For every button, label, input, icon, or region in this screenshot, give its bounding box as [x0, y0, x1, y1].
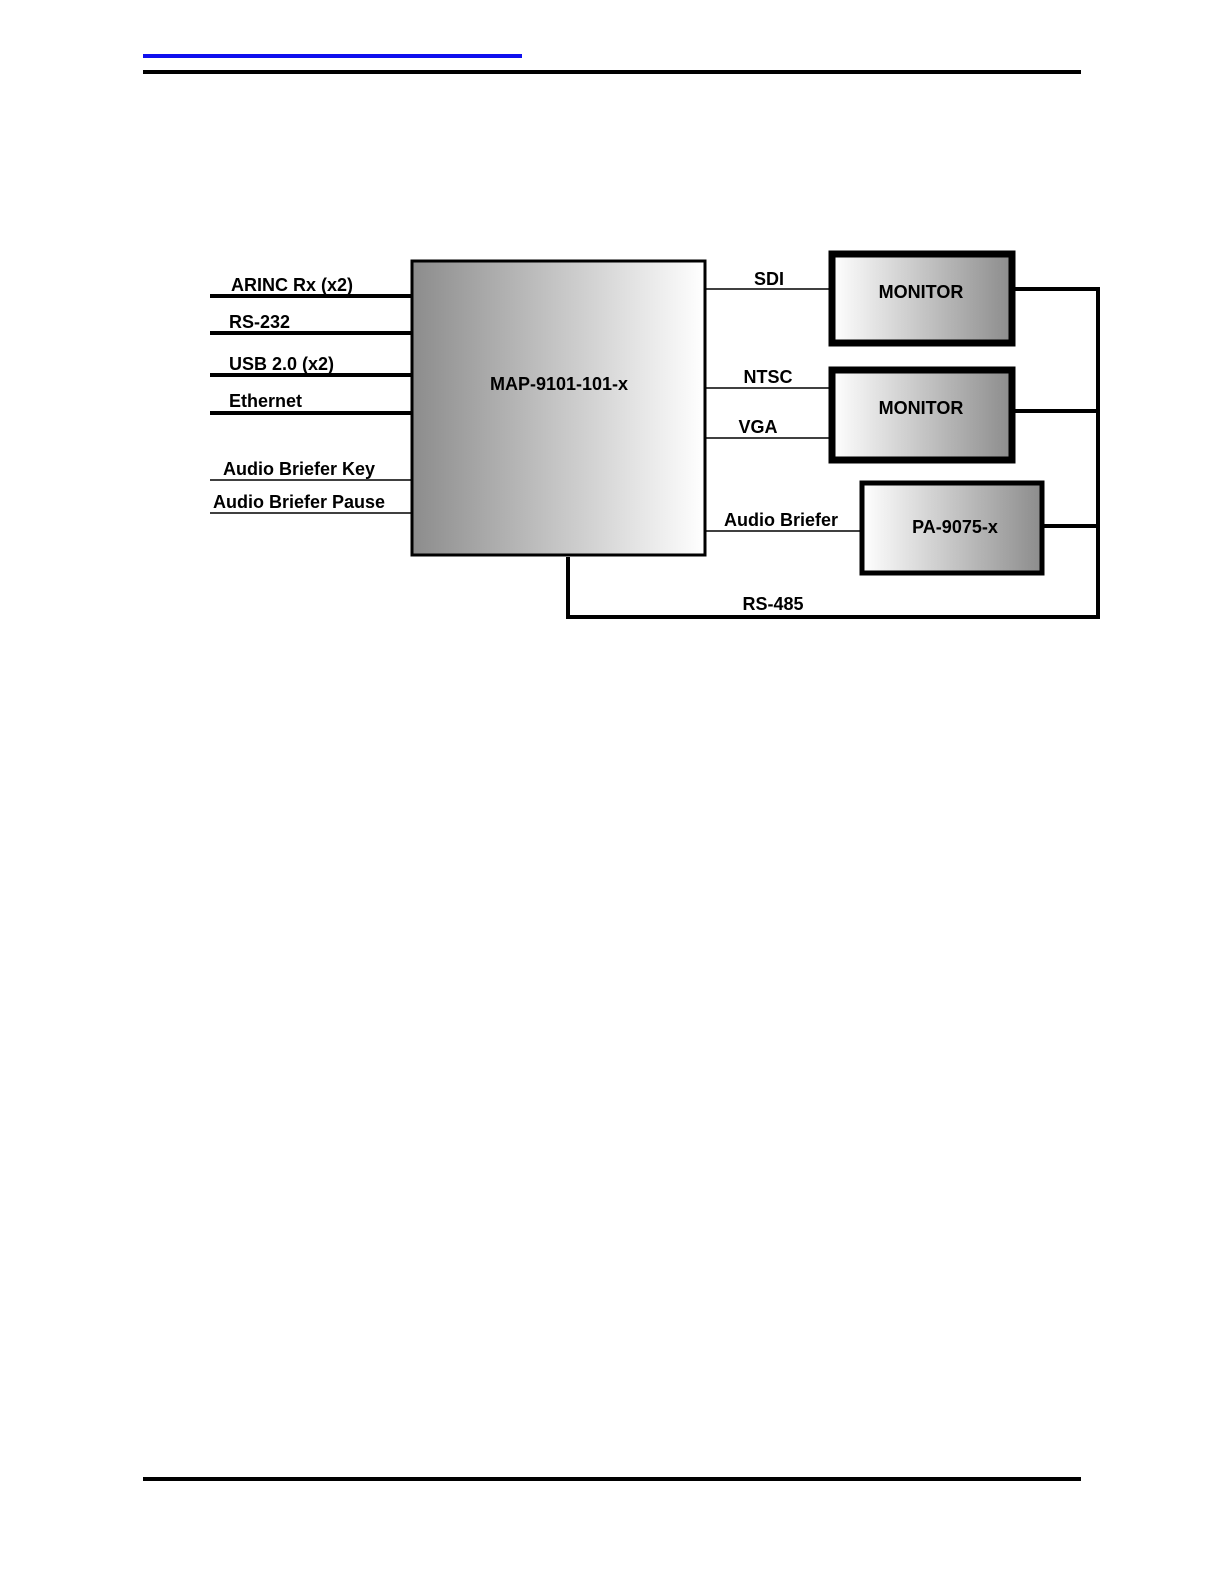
- label-monitor-1: MONITOR: [879, 282, 964, 302]
- label-briefer-key: Audio Briefer Key: [223, 459, 375, 479]
- label-rs485: RS-485: [742, 594, 803, 614]
- label-vga: VGA: [738, 417, 777, 437]
- label-rs232: RS-232: [229, 312, 290, 332]
- main-unit-box: [412, 261, 705, 555]
- label-monitor-2: MONITOR: [879, 398, 964, 418]
- label-sdi: SDI: [754, 269, 784, 289]
- label-pa-unit: PA-9075-x: [912, 517, 998, 537]
- label-audio-briefer: Audio Briefer: [724, 510, 838, 530]
- label-briefer-pause: Audio Briefer Pause: [213, 492, 385, 512]
- label-usb: USB 2.0 (x2): [229, 354, 334, 374]
- label-ethernet: Ethernet: [229, 391, 302, 411]
- label-main-unit: MAP-9101-101-x: [490, 374, 628, 394]
- footer-rule: [143, 1477, 1081, 1481]
- label-arinc: ARINC Rx (x2): [231, 275, 353, 295]
- label-ntsc: NTSC: [744, 367, 793, 387]
